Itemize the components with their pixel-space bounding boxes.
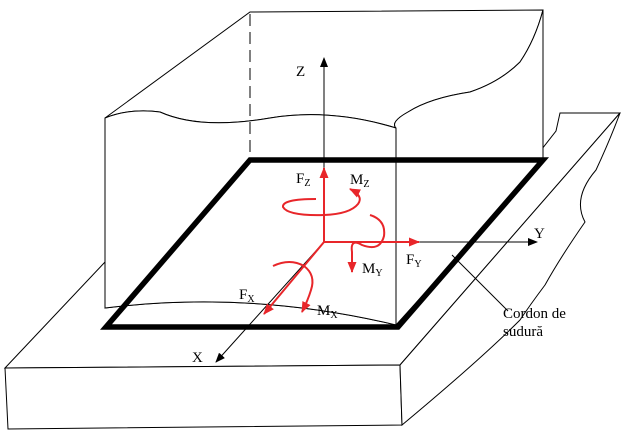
my-label: MY xyxy=(362,261,383,279)
loads xyxy=(263,167,420,315)
x-axis xyxy=(215,241,325,363)
fx-arrow xyxy=(263,241,325,315)
x-axis-label: X xyxy=(192,350,203,366)
z-axis-label: Z xyxy=(296,64,305,80)
weld-seam xyxy=(99,157,550,330)
mz-label: MZ xyxy=(350,172,369,190)
weld-callout-line xyxy=(451,254,509,312)
column-front xyxy=(104,110,397,326)
y-axis-label: Y xyxy=(534,226,545,242)
fy-label: FY xyxy=(406,252,422,270)
mz-arrow xyxy=(282,188,361,217)
base-plate-side xyxy=(399,112,621,427)
weld-callout-line1: Cordon de xyxy=(503,306,566,322)
my-arrow xyxy=(347,214,386,273)
base-plate-front xyxy=(4,364,403,430)
mx-arrow xyxy=(272,261,314,313)
fx-label: FX xyxy=(239,287,255,305)
fz-label: FZ xyxy=(296,171,310,189)
base-plate xyxy=(3,112,622,430)
mx-label: MX xyxy=(317,303,338,321)
column-side xyxy=(394,9,544,327)
weld-callout-line2: sudură xyxy=(503,324,543,340)
